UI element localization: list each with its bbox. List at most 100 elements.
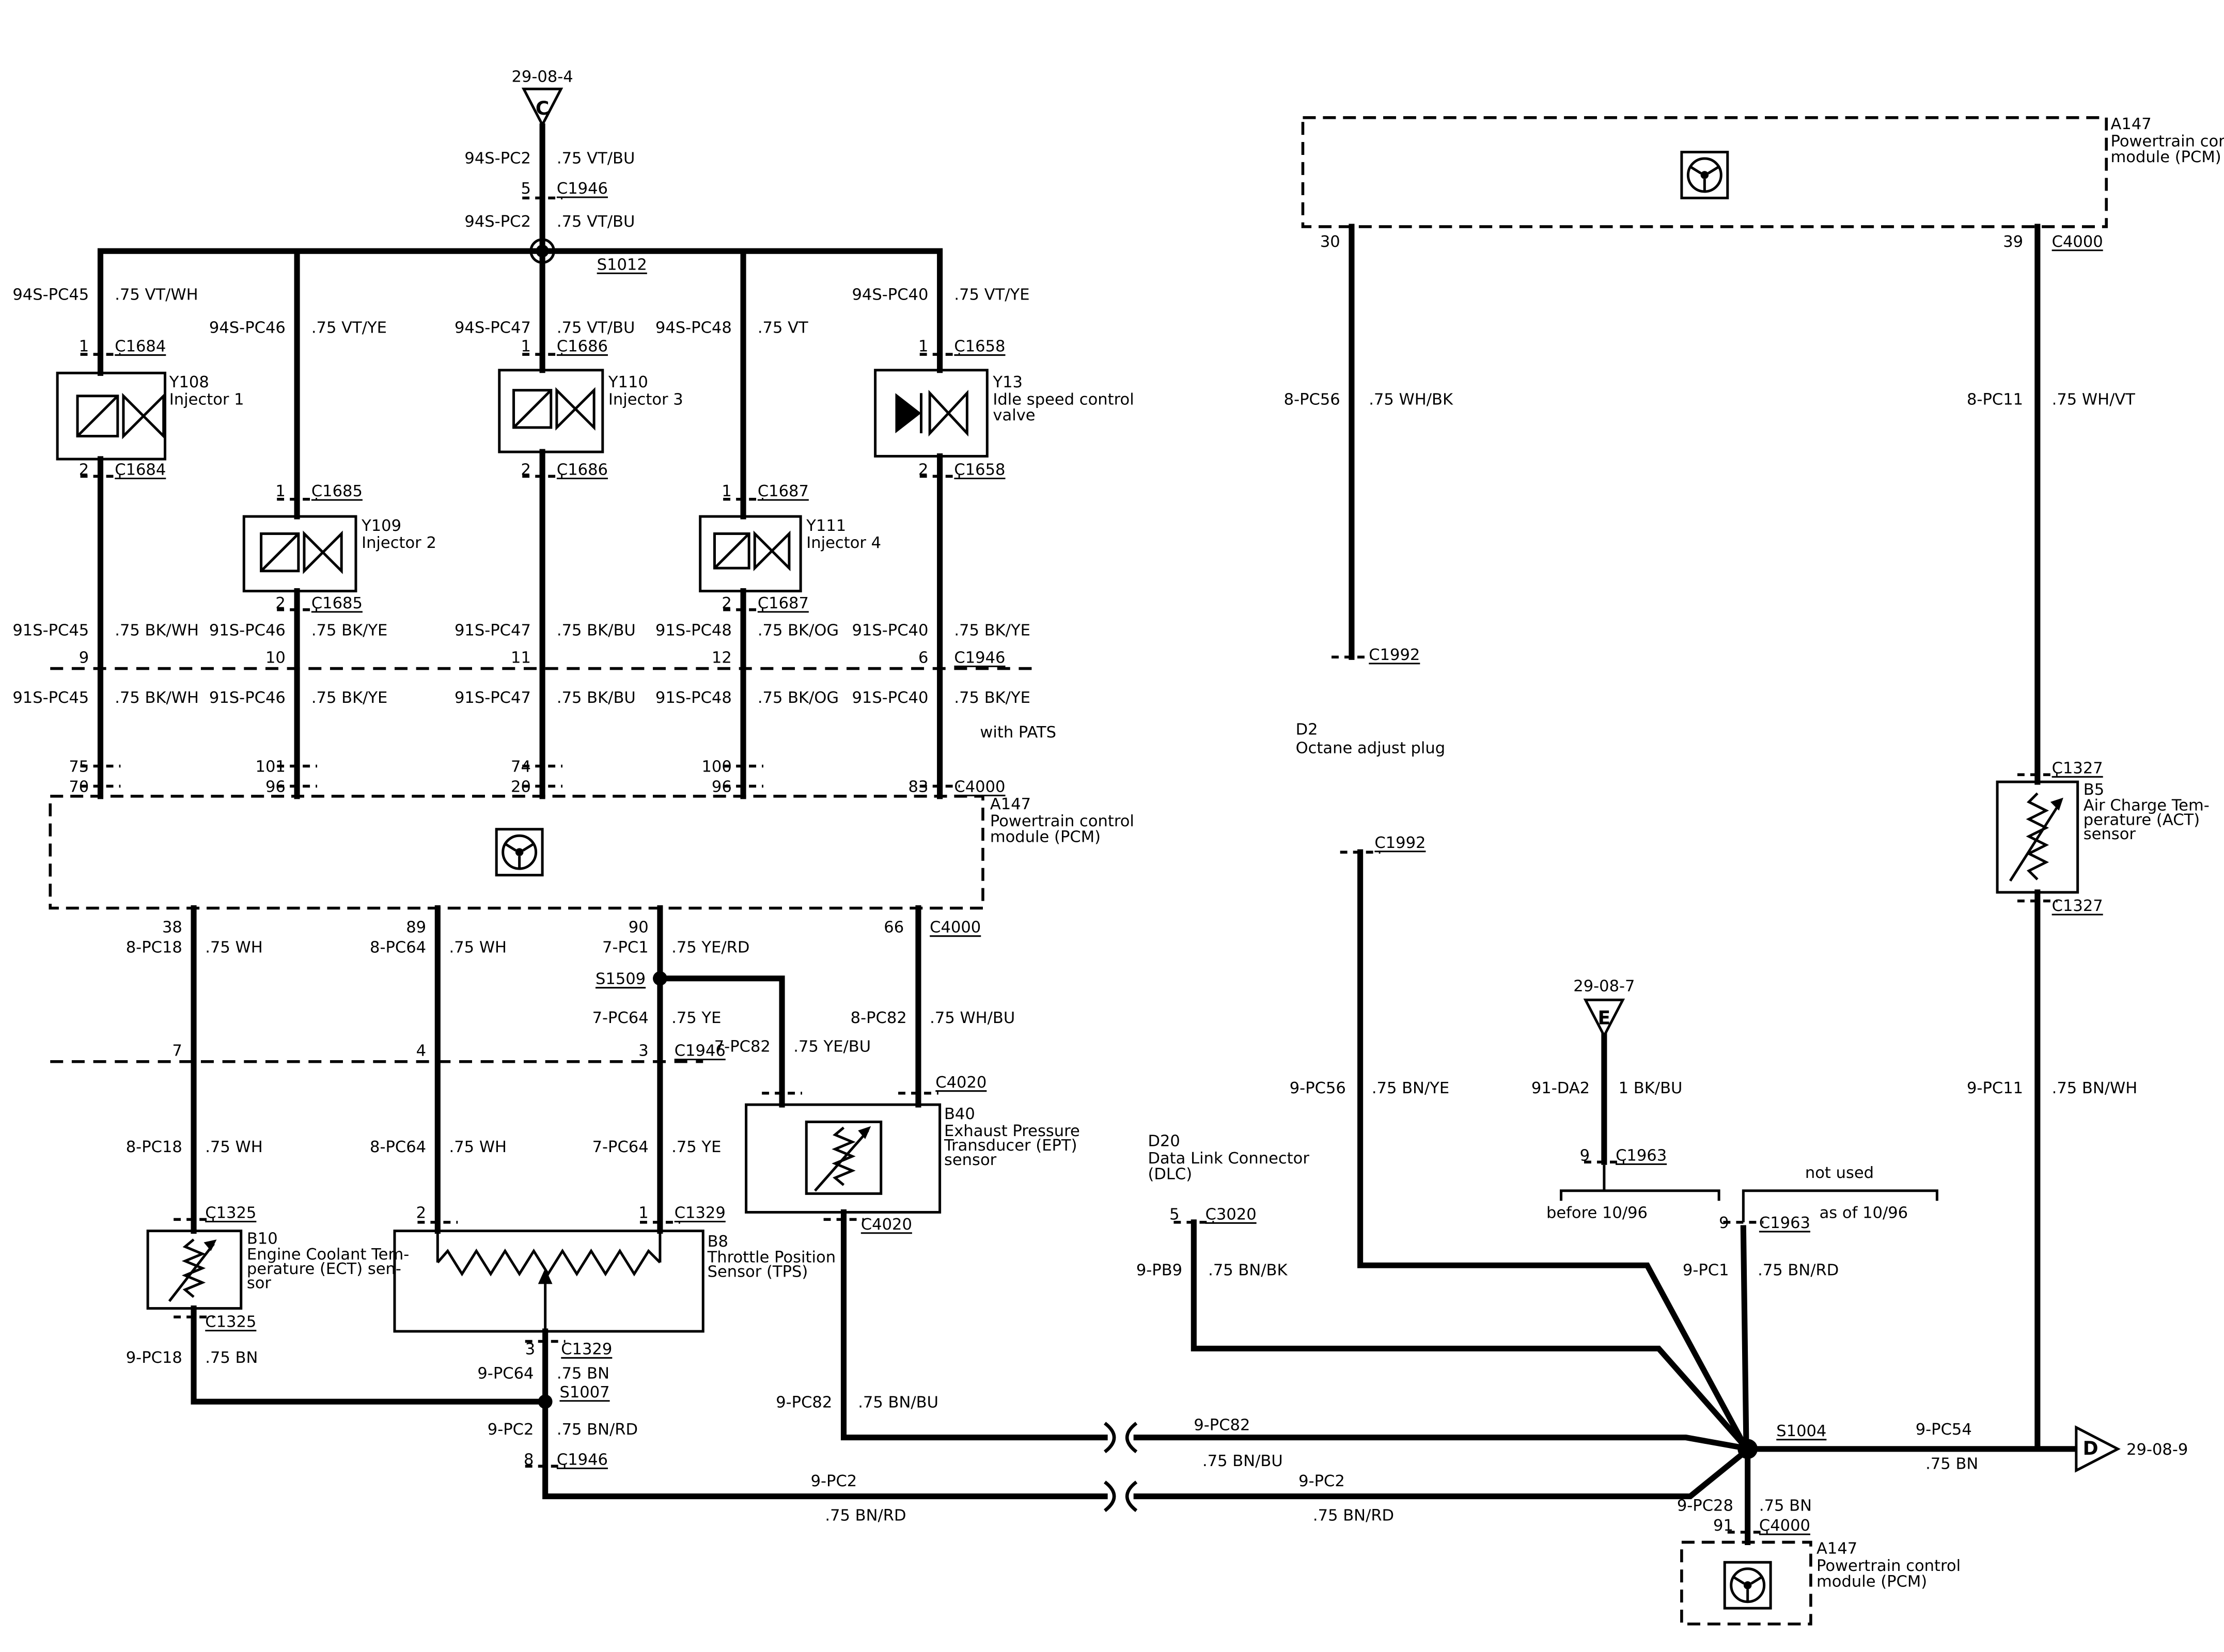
diagram-label: 83 bbox=[909, 778, 929, 796]
potentiometer-leads bbox=[436, 1231, 662, 1263]
connector-label: C4000 bbox=[1759, 1517, 1810, 1535]
inline-connector-lines bbox=[50, 667, 1033, 1063]
connector-label: C1687 bbox=[758, 482, 809, 500]
diagram-label: module (PCM) bbox=[990, 828, 1101, 846]
injector-1 bbox=[56, 371, 166, 461]
diagram-label: C bbox=[536, 97, 550, 119]
transducer-arrow bbox=[814, 1129, 869, 1192]
diagram-label: .75 YE/RD bbox=[671, 939, 749, 957]
idle-speed-control-valve bbox=[874, 369, 989, 458]
connector-label: C1963 bbox=[1759, 1214, 1810, 1232]
diagram-label: not used bbox=[1805, 1164, 1874, 1182]
connector-label: S1004 bbox=[1776, 1422, 1826, 1440]
diagram-label: Y111 bbox=[806, 517, 846, 535]
steering-wheel-icon bbox=[1731, 1569, 1764, 1602]
connector-label: C1327 bbox=[2052, 759, 2103, 777]
solenoid-coil-icon bbox=[76, 395, 119, 438]
connector-label: C1992 bbox=[1374, 834, 1426, 852]
pcm-dashed-box bbox=[1301, 116, 2108, 228]
diagram-label: A147 bbox=[1816, 1540, 1857, 1558]
diagram-label: 1 bbox=[722, 482, 731, 500]
injector-4-box bbox=[699, 515, 802, 593]
injector-4 bbox=[699, 515, 802, 593]
diagram-label: 9-PC64 bbox=[477, 1365, 534, 1383]
diagram-label: .75 VT/WH bbox=[115, 286, 198, 304]
diagram-label: 91S-PC48 bbox=[655, 622, 732, 640]
version-brackets bbox=[1560, 1165, 1938, 1222]
diagram-label: perature (ACT) bbox=[2084, 811, 2200, 829]
pcm-module-left bbox=[49, 795, 984, 910]
thermistor-arrow bbox=[2009, 801, 2062, 882]
diagram-label: .75 WH bbox=[449, 1138, 507, 1156]
diagram-label: .75 YE bbox=[671, 1138, 721, 1156]
connector-label: C1684 bbox=[115, 338, 166, 356]
connector-label: S1012 bbox=[597, 256, 647, 274]
diagram-label: 90 bbox=[629, 919, 649, 937]
diagram-label: 7 bbox=[172, 1042, 182, 1060]
diagram-label: module (PCM) bbox=[2111, 148, 2221, 166]
wire-harness bbox=[97, 123, 2076, 1545]
diagram-label: .75 VT/BU bbox=[557, 213, 635, 231]
diagram-label: B40 bbox=[944, 1105, 975, 1123]
diagram-label: 66 bbox=[884, 919, 904, 937]
valve-icon bbox=[122, 392, 146, 439]
thermistor-icon bbox=[2026, 792, 2049, 880]
diagram-label: 29-08-7 bbox=[1573, 978, 1635, 996]
valve-icon bbox=[321, 530, 343, 574]
diagram-label: 91S-PC40 bbox=[852, 622, 929, 640]
diagram-label: 11 bbox=[511, 649, 531, 667]
arrowhead bbox=[2050, 797, 2063, 811]
diagram-label: 2 bbox=[275, 594, 285, 612]
diagram-label: 1 bbox=[275, 482, 285, 500]
diagram-label: 8-PC18 bbox=[126, 1138, 182, 1156]
diagram-label: 5 bbox=[521, 180, 530, 198]
arrowhead bbox=[203, 1239, 217, 1251]
pcm-dashed-box bbox=[49, 795, 984, 910]
diagram-label: 9-PC54 bbox=[1916, 1421, 1972, 1439]
diagram-label: 8-PC82 bbox=[851, 1009, 907, 1027]
pcm-icon-box bbox=[495, 828, 544, 877]
connector-label: C1992 bbox=[1369, 646, 1420, 664]
splice-s1007 bbox=[538, 1394, 553, 1409]
diagram-label: 94S-PC47 bbox=[455, 319, 531, 337]
connector-label: C1325 bbox=[205, 1204, 256, 1222]
diagram-label: E bbox=[1598, 1007, 1611, 1029]
diagram-label: 2 bbox=[918, 461, 928, 479]
diagram-label: Powertrain control bbox=[2111, 132, 2224, 150]
diagram-label: 7-PC64 bbox=[592, 1009, 649, 1027]
diagram-label: D20 bbox=[1148, 1132, 1180, 1151]
diagram-label: Y110 bbox=[608, 373, 648, 391]
ept-sensor-box bbox=[745, 1103, 942, 1214]
connector-label: C1329 bbox=[675, 1204, 726, 1222]
diagram-label: A147 bbox=[990, 795, 1031, 813]
diagram-label: 9-PC82 bbox=[1194, 1417, 1250, 1435]
diagram-label: .75 VT/BU bbox=[557, 150, 635, 168]
diagram-label: 29-08-4 bbox=[511, 68, 573, 86]
diagram-label: 1 bbox=[79, 338, 89, 356]
diode-icon bbox=[895, 393, 921, 433]
diagram-label: .75 WH bbox=[205, 939, 262, 957]
diagram-label: sensor bbox=[2084, 825, 2136, 843]
diagram-label: 7-PC64 bbox=[592, 1138, 649, 1156]
diagram-label: with PATS bbox=[980, 723, 1056, 742]
connector-label: C4000 bbox=[954, 778, 1005, 796]
diagram-label: 101 bbox=[256, 758, 286, 776]
diagram-label: 8-PC56 bbox=[1284, 390, 1340, 408]
diagram-label: A147 bbox=[2111, 115, 2152, 133]
diagram-label: 74 bbox=[511, 758, 531, 776]
coil-diagonal bbox=[713, 532, 750, 569]
diagram-label: 9-PC11 bbox=[1967, 1079, 2023, 1097]
diagram-label: 7-PC82 bbox=[714, 1037, 771, 1056]
diagram-label: B5 bbox=[2084, 781, 2104, 799]
diagram-label: Injector 1 bbox=[169, 390, 244, 408]
act-sensor bbox=[1996, 780, 2079, 894]
thermistor-icon bbox=[181, 1238, 206, 1298]
connector-label: C1684 bbox=[115, 461, 166, 479]
diagram-label: 9-PC28 bbox=[1677, 1497, 1733, 1515]
diagram-label: .75 BK/OG bbox=[758, 622, 839, 640]
diagram-label: .75 YE/BU bbox=[793, 1037, 871, 1056]
pcm-module-bottom-right bbox=[1680, 1540, 1812, 1626]
connector-label: C1658 bbox=[954, 461, 1005, 479]
diagram-label: D2 bbox=[1296, 720, 1318, 738]
